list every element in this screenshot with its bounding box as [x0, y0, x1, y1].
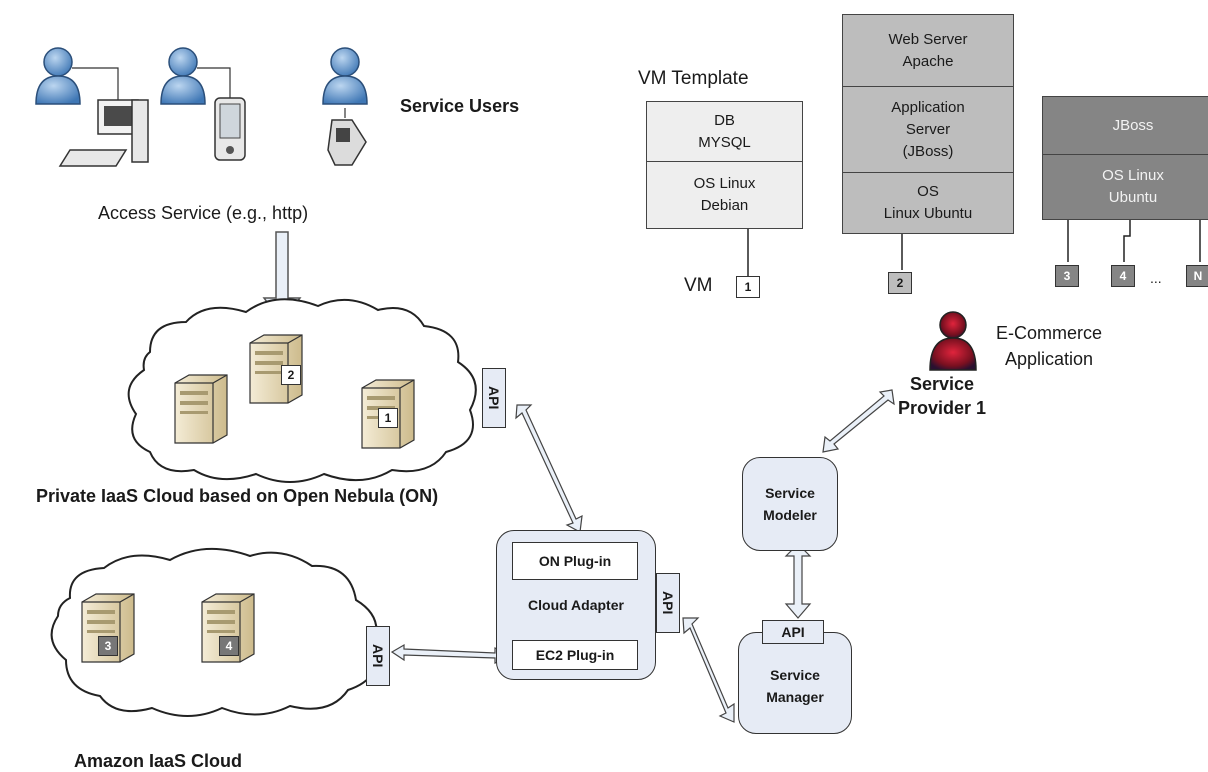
- server-tag-3: 3: [98, 636, 118, 656]
- server-tag-2: 2: [281, 365, 301, 385]
- pda-device-icon: [214, 97, 246, 161]
- amazon-cloud-label: Amazon IaaS Cloud: [74, 751, 243, 771]
- arrow-api-to-adapter: [515, 404, 583, 533]
- service-users-label: Service Users: [400, 96, 520, 116]
- service-provider-icon: [929, 311, 977, 371]
- cloud-adapter-label: Cloud Adapter: [528, 597, 624, 613]
- cloud-adapter-api: API: [656, 573, 680, 633]
- vm-template-title: VM Template: [638, 68, 749, 89]
- layer-os-ubuntu: OS Linux Ubuntu: [883, 183, 973, 222]
- arrow-provider-to-modeler: [822, 389, 895, 453]
- webserver-stack: Web Server Apache Application Server (JB…: [842, 14, 1014, 234]
- layer-db-mysql: DB MYSQL: [647, 102, 802, 162]
- service-provider-label: Service Provider 1: [898, 374, 987, 418]
- vm-box-4: 4: [1111, 265, 1135, 287]
- service-modeler-label: Service Modeler: [763, 485, 817, 523]
- layer-os-linux-ubuntu: OS Linux Ubuntu: [1102, 167, 1164, 206]
- layer-jboss: JBoss: [1043, 97, 1208, 155]
- vm-label: VM: [684, 275, 713, 296]
- vm-box-3: 3: [1055, 265, 1079, 287]
- layer-application-server: Application Server (JBoss): [843, 87, 1013, 173]
- amazon-cloud-api: API: [366, 626, 390, 686]
- service-modeler-node: [742, 457, 838, 551]
- vm-template-stack: DB MYSQL OS Linux Debian: [646, 101, 803, 229]
- user-icon-mobile: [322, 47, 368, 166]
- arrow-amazon-to-ec2: [390, 643, 514, 664]
- user-icon-pda: [160, 47, 246, 161]
- arrow-modeler-to-manager: [784, 543, 812, 619]
- layer-web-server-apache: Web Server Apache: [843, 15, 1013, 87]
- arrow-adapter-to-manager: [682, 617, 735, 723]
- server-tag-4: 4: [219, 636, 239, 656]
- private-cloud-api: API: [482, 368, 506, 428]
- jboss-stack: JBoss OS Linux Ubuntu: [1042, 96, 1208, 220]
- vm-box-n: N: [1186, 265, 1208, 287]
- server-icon-private-a: [174, 374, 228, 444]
- on-plugin-box: ON Plug-in: [512, 542, 638, 580]
- service-manager-node: [738, 632, 852, 734]
- server-tag-1: 1: [378, 408, 398, 428]
- ecommerce-app-label: E-Commerce Application: [996, 323, 1103, 369]
- vm-ellipsis: ...: [1150, 270, 1162, 286]
- user-icon-desktop: [35, 47, 149, 167]
- desktop-computer-icon: [58, 99, 149, 167]
- private-cloud-label: Private IaaS Cloud based on Open Nebula …: [36, 486, 439, 506]
- service-manager-label: Service Manager: [766, 667, 824, 705]
- access-service-label: Access Service (e.g., http): [98, 203, 309, 223]
- vm-box-1: 1: [736, 276, 760, 298]
- service-manager-api: API: [762, 620, 824, 644]
- mobile-phone-icon: [327, 119, 367, 166]
- vm-box-2: 2: [888, 272, 912, 294]
- ec2-plugin-box: EC2 Plug-in: [512, 640, 638, 670]
- layer-os-debian: OS Linux Debian: [693, 175, 756, 214]
